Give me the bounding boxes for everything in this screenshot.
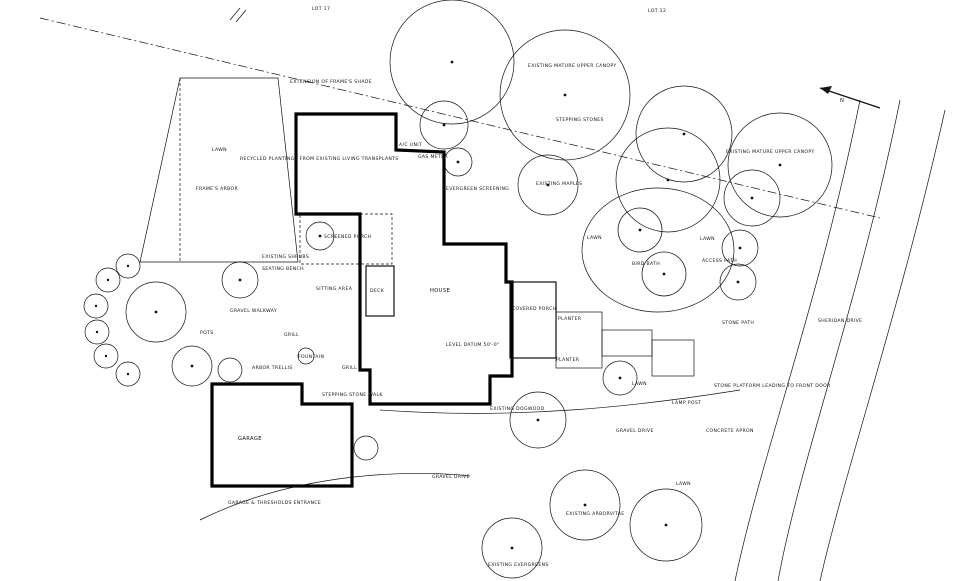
label-garage: GARAGE [238,436,262,442]
label-covered-porch: COVERED PORCH [512,306,556,312]
label-gravel-drive-east: GRAVEL DRIVE [616,428,654,434]
label-frames-arbor: FRAME'S ARBOR [196,186,239,192]
label-sitting-area: SITTING AREA [316,286,353,292]
label-planter-2: PLANTER [556,357,580,363]
label-upper-canopy-2: EXISTING MATURE UPPER CANOPY [726,149,815,155]
lot-17-label: LOT 17 [312,6,330,12]
plan-labels: EXTENSION OF FRAME'S SHADE EXISTING MATU… [196,63,862,568]
house-footprint [294,112,514,406]
label-grills: GRILL [284,332,299,338]
gravel-drive-edge [379,389,741,414]
label-grill: GRILL [342,365,357,371]
frames-arbor-area [139,77,299,263]
label-street: SHERIDAN DRIVE [818,318,862,324]
label-existing-maples: EXISTING MAPLES [536,181,582,187]
label-lawn-east: LAWN [700,236,715,242]
label-existing-dogwood: EXISTING DOGWOOD [490,406,545,412]
label-access-path: ACCESS PATH [702,258,737,264]
label-lawn-center: LAWN [587,235,602,241]
label-gravel-walkway: GRAVEL WALKWAY [230,308,277,314]
label-existing-arborvitae: EXISTING ARBORVITAE [566,511,625,517]
lower-drive-edge [199,472,471,521]
garage-footprint [210,382,354,488]
label-lawn-nw: LAWN [212,147,227,153]
label-stone-path: STONE PATH [722,320,754,326]
label-lawn-far-south: LAWN [676,481,691,487]
lot-12-label: LOT 12 [648,8,666,14]
label-garage-entrance: GARAGE & THRESHOLDS ENTRANCE [228,500,321,506]
decks [299,213,695,377]
label-evergreen-screening: EVERGREEN SCREENING [446,186,509,192]
label-existing-evergreens: EXISTING EVERGREENS [488,562,549,568]
label-seating-bench: SEATING BENCH [262,266,304,272]
tree-trunks [94,60,782,550]
label-gravel-drive-west: GRAVEL DRIVE [432,474,470,480]
label-lamp-post: LAMP POST [672,400,701,406]
label-extension-frames-shade: EXTENSION OF FRAME'S SHADE [290,79,372,85]
label-stone-walk: STEPPING STONE WALK [322,392,383,398]
label-existing-shrubs: EXISTING SHRUBS [262,254,309,260]
label-screened-porch: SCREENED PORCH [324,234,371,240]
label-upper-canopy-1: EXISTING MATURE UPPER CANOPY [528,63,617,69]
street-edge [734,99,946,581]
label-gas-meter: GAS METER [418,154,448,160]
label-stepping-stones: STEPPING STONES [556,117,604,123]
label-arbor-trellis: ARBOR TRELLIS [252,365,293,371]
north-label: N [840,98,844,104]
label-ac-unit: A/C UNIT [399,142,422,148]
label-fountain: FOUNTAIN [298,354,324,360]
label-recycled-plantings: RECYCLED PLANTINGS FROM EXISTING LIVING … [240,156,399,162]
label-house: HOUSE [430,288,450,294]
label-level: LEVEL DATUM 50'-0" [446,342,499,348]
property-line [39,7,881,219]
canopy-trees [83,0,833,579]
label-deck: DECK [370,288,385,294]
label-concrete-apron: CONCRETE APRON [706,428,754,434]
label-pots: POTS [200,330,214,336]
north-arrow-icon: N [819,86,881,109]
label-planter-1: PLANTER [558,316,582,322]
label-lawn-south: LAWN [632,381,647,387]
label-stone-platform: STONE PLATFORM LEADING TO FRONT DOOR [714,383,831,389]
oval-lawn [581,187,735,313]
label-bird-bath: BIRD BATH [632,261,660,267]
